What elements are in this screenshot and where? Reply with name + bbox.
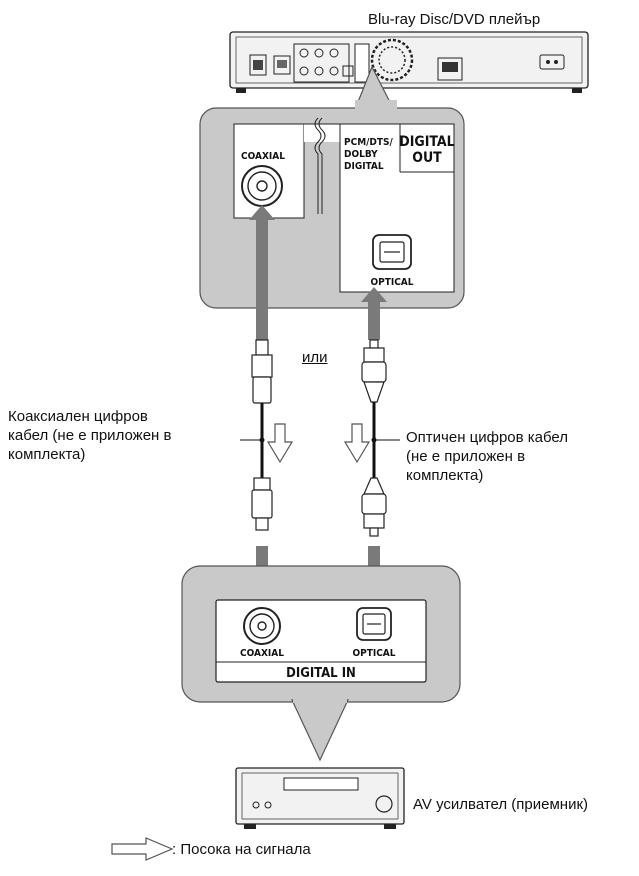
player-optical-label: OPTICAL (370, 277, 413, 288)
coaxial-cable-label: Коаксиален цифров кабел (не е приложен в… (8, 407, 171, 464)
coaxial-arrow-up (249, 205, 275, 340)
player-pcm-label-3: DIGITAL (344, 161, 384, 172)
player-label: Blu-ray Disc/DVD плейър (368, 11, 541, 28)
receiver-digital-in-label: DIGITAL IN (286, 666, 356, 681)
player-digital-out-label-1: DIGITAL (399, 134, 454, 150)
optical-cable-label-line-1: Оптичен цифров кабел (406, 429, 569, 446)
av-amplifier-device (235, 767, 405, 829)
player-pcm-label-2: DOLBY (344, 149, 378, 160)
player-pcm-label-1: PCM/DTS/ (344, 137, 394, 148)
player-coaxial-label: COAXIAL (241, 151, 285, 162)
coaxial-cable (240, 339, 273, 531)
receiver-input-panel: COAXIAL OPTICAL DIGITAL IN (181, 565, 461, 762)
receiver-coaxial-label: COAXIAL (240, 648, 284, 659)
optical-arrow-up (361, 287, 387, 340)
optical-cable-label-line-3: комплекта) (406, 467, 484, 484)
amplifier-label: AV усилвател (приемник) (413, 796, 589, 813)
coaxial-cable-label-line-2: кабел (не е приложен в (8, 427, 172, 444)
coaxial-direction-arrow (266, 423, 294, 464)
receiver-optical-label: OPTICAL (352, 648, 395, 659)
optical-direction-arrow (343, 423, 371, 464)
player-output-panel: COAXIAL PCM/DTS/ DOLBY DIGITAL DIGITAL O… (199, 100, 465, 309)
optical-cable-label: Оптичен цифров кабел (не е приложен в ко… (406, 428, 568, 485)
or-label: или (302, 349, 328, 366)
player-device (229, 31, 589, 93)
optical-cable-label-line-2: (не е приложен в (406, 448, 526, 465)
coaxial-cable-label-line-1: Коаксиален цифров (8, 408, 148, 425)
legend-arrow-icon (111, 837, 174, 861)
optical-cable (361, 339, 400, 537)
legend-label: : Посока на сигнала (172, 841, 311, 858)
player-digital-out-label-2: OUT (412, 150, 442, 166)
coaxial-cable-label-line-3: комплекта) (8, 446, 86, 463)
